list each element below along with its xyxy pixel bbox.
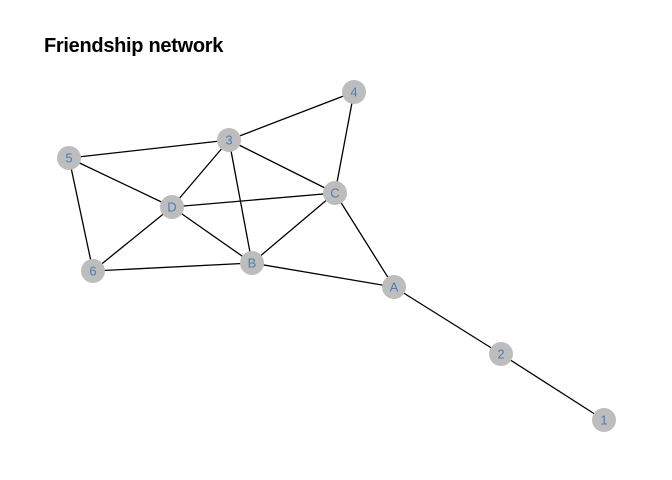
- node-D: D: [160, 195, 184, 219]
- edge-C-A: [334, 192, 395, 288]
- node-circle: [489, 342, 513, 366]
- node-label: A: [390, 280, 399, 295]
- edge-3-4: [228, 91, 355, 141]
- node-circle: [342, 80, 366, 104]
- diagram-title: Friendship network: [44, 35, 224, 57]
- node-circle: [160, 195, 184, 219]
- edge-2-1: [500, 353, 605, 421]
- node-A: A: [382, 275, 406, 299]
- node-label: 4: [350, 85, 357, 100]
- edge-3-D: [171, 139, 230, 208]
- node-C: C: [323, 181, 347, 205]
- node-2: 2: [489, 342, 513, 366]
- node-1: 1: [592, 408, 616, 432]
- node-label: 2: [497, 347, 504, 362]
- edge-D-B: [171, 206, 253, 264]
- edge-3-5: [68, 139, 230, 159]
- edge-D-C: [171, 192, 336, 208]
- node-circle: [382, 275, 406, 299]
- edge-6-B: [92, 262, 253, 272]
- node-circle: [240, 251, 264, 275]
- node-circle: [57, 146, 81, 170]
- node-circle: [592, 408, 616, 432]
- node-6: 6: [81, 259, 105, 283]
- node-B: B: [240, 251, 264, 275]
- edge-C-B: [251, 192, 336, 264]
- edge-B-A: [251, 262, 395, 288]
- node-label: 1: [600, 413, 607, 428]
- edge-A-2: [393, 286, 502, 355]
- edge-5-6: [68, 157, 94, 272]
- node-label: D: [167, 200, 176, 215]
- node-3: 3: [217, 128, 241, 152]
- node-label: C: [330, 186, 339, 201]
- node-label: 3: [225, 133, 232, 148]
- node-5: 5: [57, 146, 81, 170]
- node-4: 4: [342, 80, 366, 104]
- node-circle: [217, 128, 241, 152]
- node-circle: [323, 181, 347, 205]
- node-label: 6: [89, 264, 96, 279]
- edges-layer: [68, 91, 605, 421]
- node-label: B: [248, 256, 257, 271]
- node-label: 5: [65, 151, 72, 166]
- edge-4-C: [334, 91, 355, 194]
- nodes-layer: 4 3 5C D B 6A 2 1: [57, 80, 616, 432]
- node-circle: [81, 259, 105, 283]
- edge-D-6: [92, 206, 173, 272]
- edge-5-D: [68, 157, 173, 208]
- edge-3-C: [228, 139, 336, 194]
